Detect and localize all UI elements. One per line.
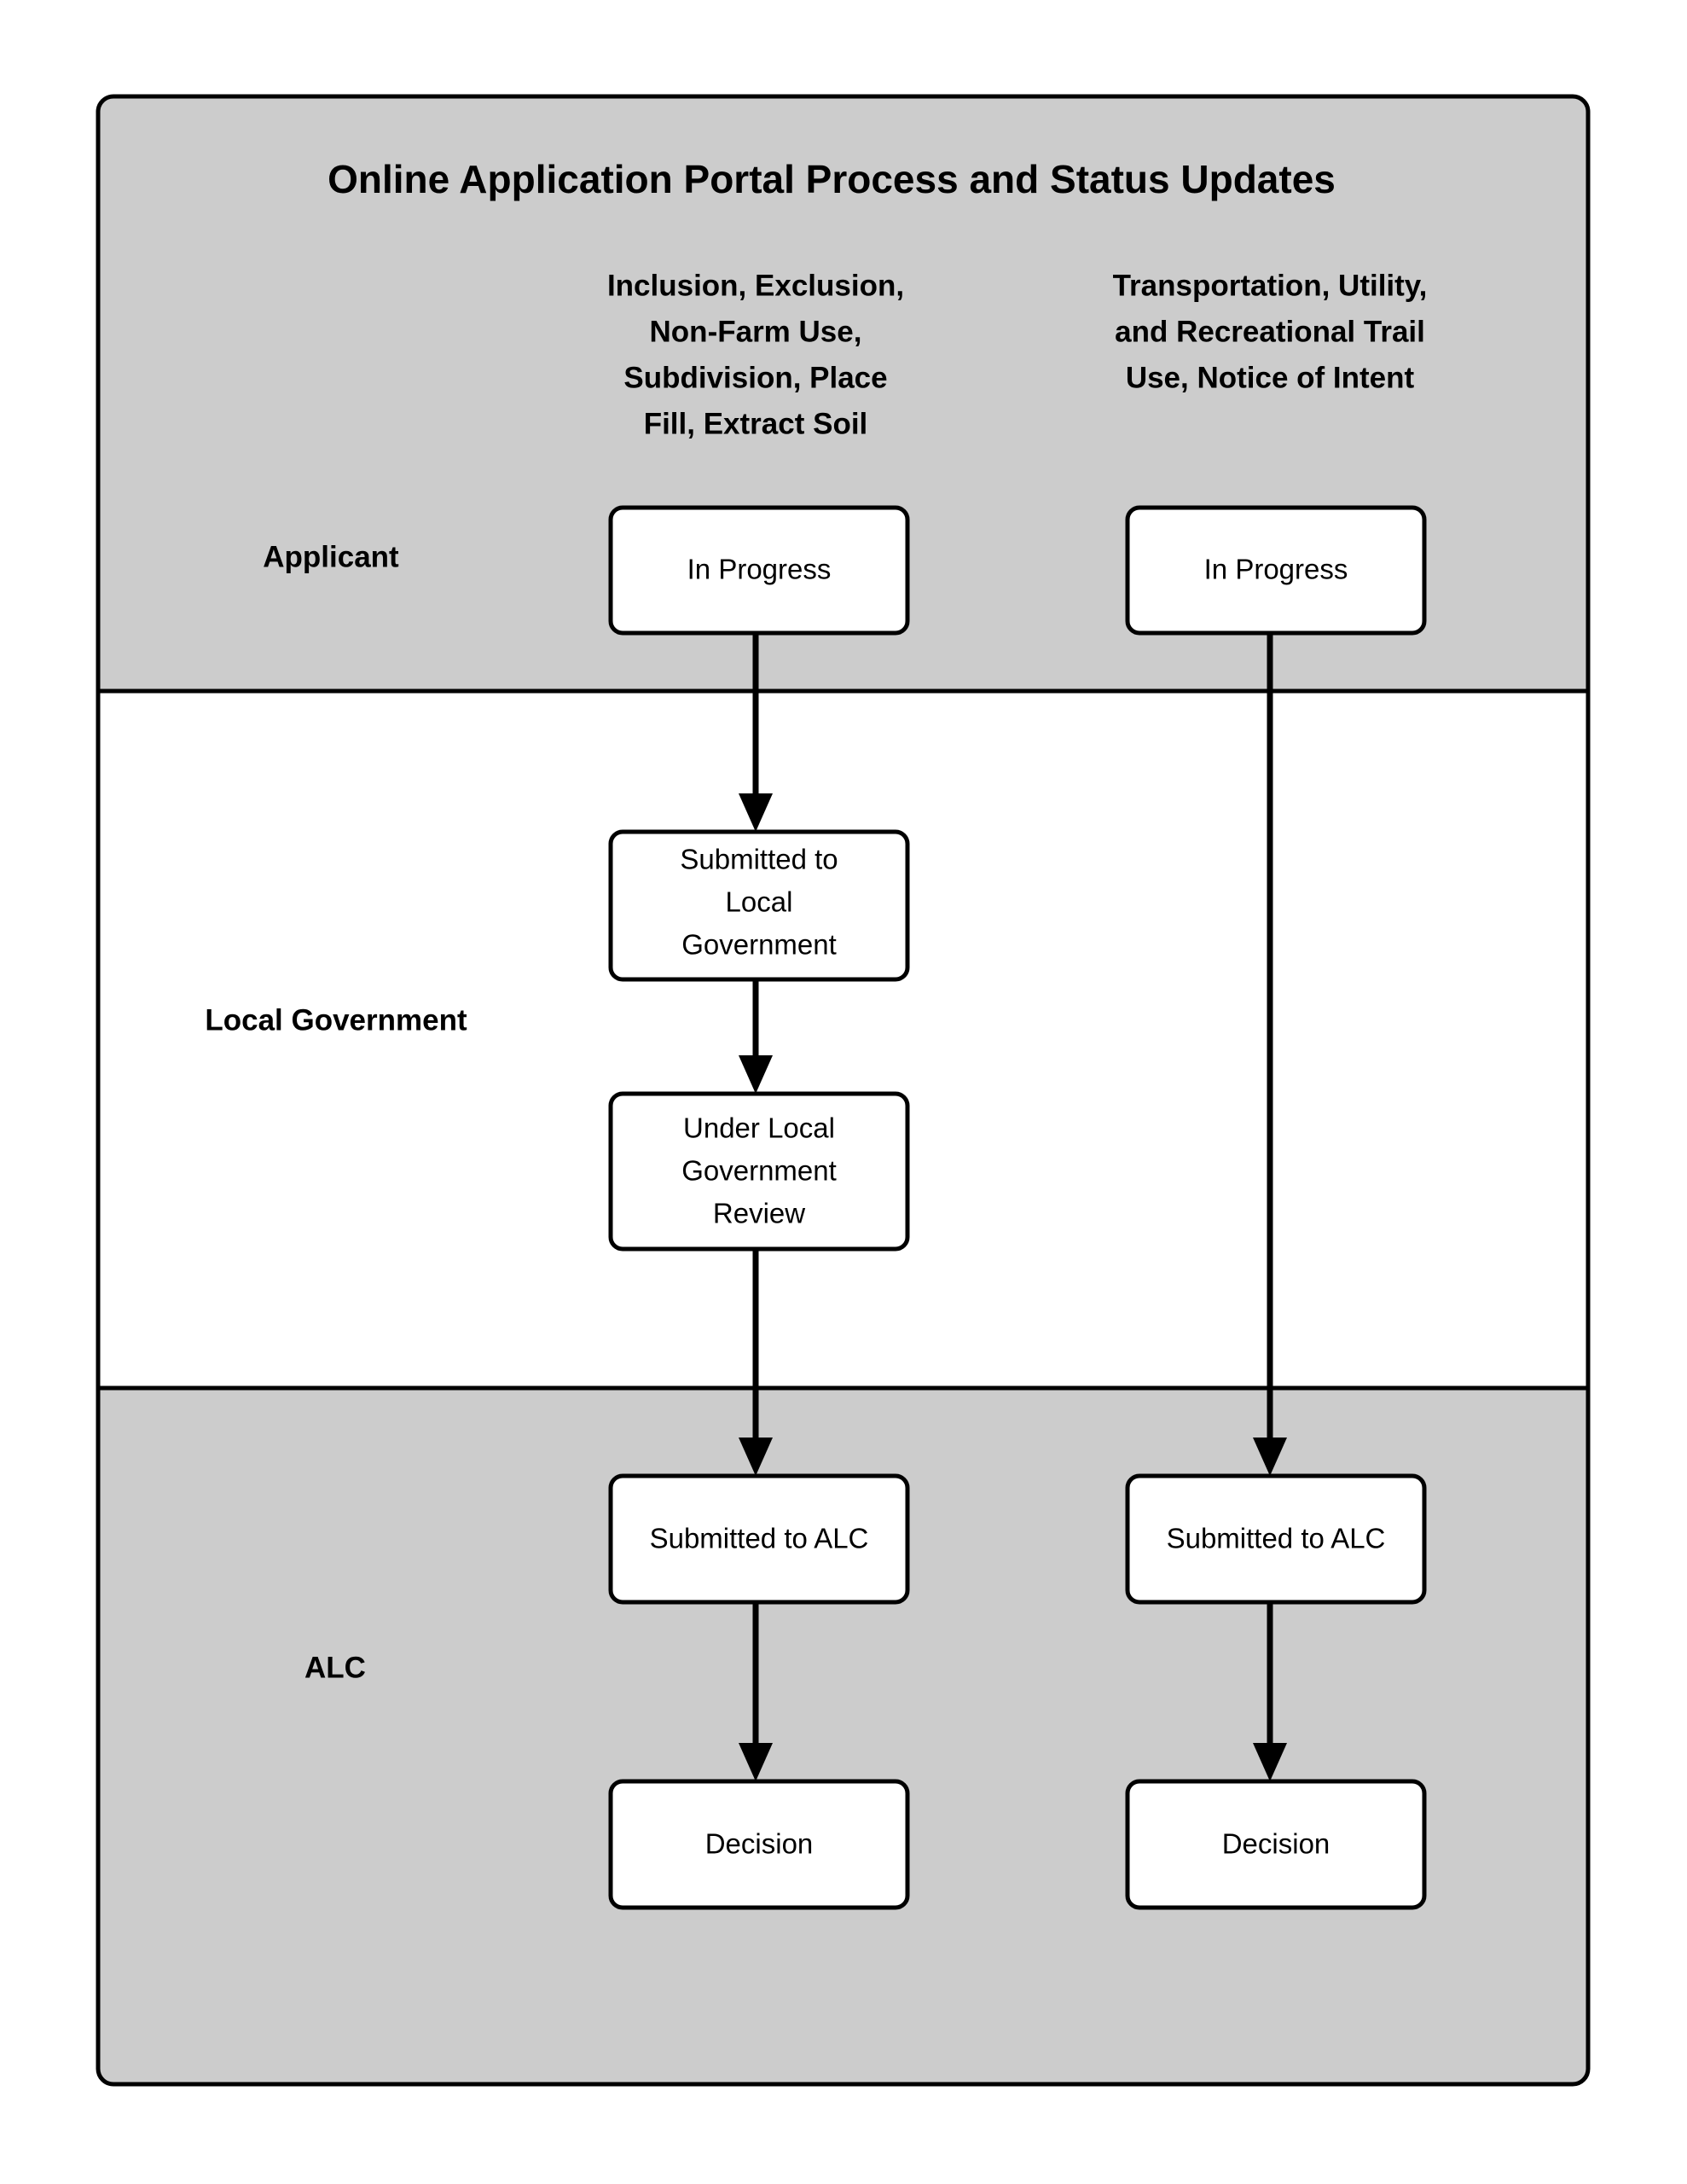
node-left-submitted-local-gov-line-2: Local	[726, 886, 793, 918]
edges-group	[739, 633, 1287, 1781]
node-right-in-progress-box[interactable]	[1125, 505, 1427, 636]
node-left-submitted-alc-box[interactable]	[608, 1473, 910, 1605]
edge-left-submitted-alc-to-decision	[739, 1602, 773, 1781]
node-left-under-review-box[interactable]	[608, 1091, 910, 1252]
node-left-in-progress-label: In Progress	[687, 554, 832, 585]
lane-label-alc: ALC	[304, 1651, 366, 1684]
diagram-border	[96, 94, 1591, 2087]
column-header-left-line-3: Subdivision, Place	[623, 361, 887, 394]
node-left-submitted-alc[interactable]: Submitted to ALC	[608, 1473, 910, 1605]
node-right-decision[interactable]: Decision	[1125, 1779, 1427, 1910]
node-left-under-review[interactable]: Under Local Government Review	[608, 1091, 910, 1252]
node-left-submitted-alc-label: Submitted to ALC	[650, 1523, 869, 1554]
edge-left-under-review-to-submitted-alc	[739, 1249, 773, 1476]
edge-right-submitted-alc-to-decision	[1253, 1602, 1287, 1781]
node-right-in-progress[interactable]: In Progress	[1125, 505, 1427, 636]
column-header-right-line-3: Use, Notice of Intent	[1126, 361, 1415, 394]
lane-band-local-government	[98, 691, 1588, 1388]
node-left-submitted-local-gov[interactable]: Submitted to Local Government	[608, 829, 910, 982]
node-right-in-progress-label: In Progress	[1204, 554, 1348, 585]
node-right-submitted-alc[interactable]: Submitted to ALC	[1125, 1473, 1427, 1605]
node-right-decision-box[interactable]	[1125, 1779, 1427, 1910]
node-left-under-review-line-2: Government	[681, 1155, 837, 1187]
node-left-submitted-local-gov-box[interactable]	[608, 829, 910, 982]
node-left-decision-box[interactable]	[608, 1779, 910, 1910]
node-right-submitted-alc-box[interactable]	[1125, 1473, 1427, 1605]
node-left-submitted-local-gov-line-3: Government	[681, 929, 837, 961]
column-header-left-line-1: Inclusion, Exclusion,	[607, 269, 904, 302]
lane-label-local-government: Local Government	[205, 1003, 467, 1037]
node-left-under-review-line-1: Under Local	[683, 1112, 835, 1144]
edge-left-in-progress-to-submitted-localgov	[739, 633, 773, 832]
lane-outline-group	[96, 94, 1591, 2087]
node-left-under-review-line-3: Review	[713, 1198, 805, 1229]
node-left-decision-label: Decision	[705, 1828, 814, 1860]
page-title: Online Application Portal Process and St…	[328, 157, 1336, 201]
column-header-right-line-2: and Recreational Trail	[1115, 315, 1425, 348]
edge-left-submitted-localgov-to-under-review	[739, 979, 773, 1094]
column-header-right-line-1: Transportation, Utility,	[1113, 269, 1428, 302]
column-header-left: Inclusion, Exclusion, Non-Farm Use, Subd…	[607, 269, 904, 440]
lane-label-applicant: Applicant	[263, 540, 399, 573]
column-header-left-line-4: Fill, Extract Soil	[644, 407, 868, 440]
node-left-decision[interactable]: Decision	[608, 1779, 910, 1910]
node-left-in-progress[interactable]: In Progress	[608, 505, 910, 636]
column-header-left-line-2: Non-Farm Use,	[650, 315, 862, 348]
edge-right-in-progress-to-submitted-alc	[1253, 633, 1287, 1476]
node-left-in-progress-box[interactable]	[608, 505, 910, 636]
node-left-submitted-local-gov-line-1: Submitted to	[680, 844, 838, 875]
node-right-submitted-alc-label: Submitted to ALC	[1167, 1523, 1386, 1554]
node-right-decision-label: Decision	[1222, 1828, 1330, 1860]
column-header-right: Transportation, Utility, and Recreationa…	[1113, 269, 1428, 394]
